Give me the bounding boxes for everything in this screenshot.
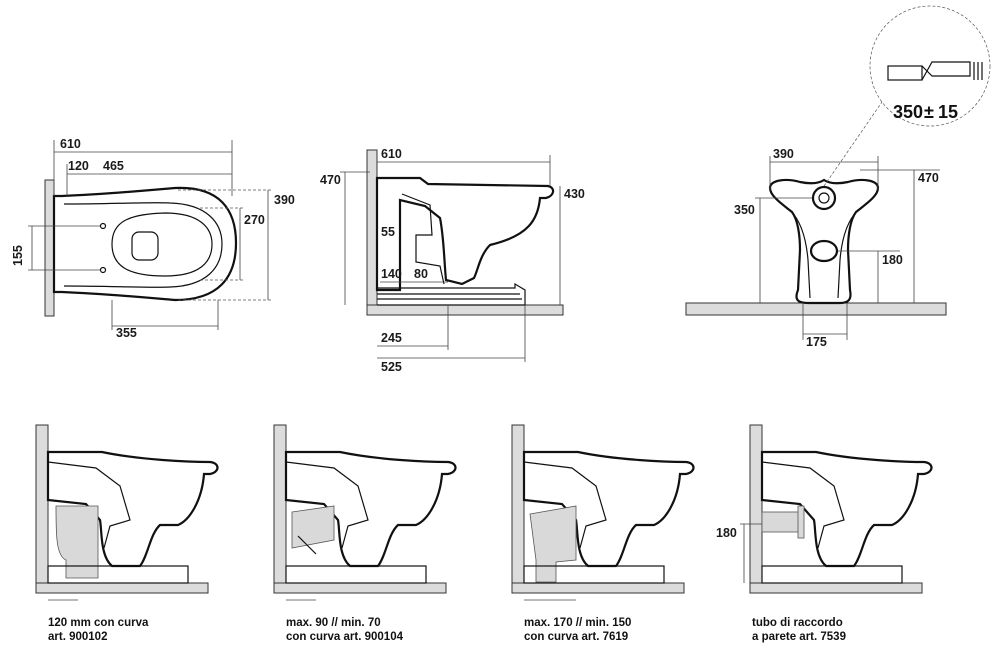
top-wall [44, 179, 55, 317]
install-view-3: max. 170 // min. 150 con curva art. 7619 [511, 424, 695, 643]
dim-side-wall-height: 470 [320, 173, 341, 187]
pipe-4 [761, 511, 801, 533]
scissors-icon [297, 535, 317, 555]
detail-circle [869, 5, 991, 127]
install-3-line1: max. 170 // min. 150 [524, 617, 631, 629]
side-wall [366, 149, 378, 307]
dim-side-length: 610 [381, 147, 402, 161]
top-bowl-inner [111, 212, 213, 277]
dim-front-axis: 175 [806, 335, 827, 349]
dim-side-base: 525 [381, 360, 402, 374]
install-4-line1: tubo di raccordo [752, 617, 843, 629]
side-pedestal [377, 282, 526, 306]
pipe-2 [291, 505, 335, 549]
dim-side-outlet-h: 55 [381, 225, 395, 239]
dim-front-outlet: 180 [882, 253, 903, 267]
pipe-3 [529, 505, 577, 583]
top-outlet [131, 231, 159, 261]
dim-top-total: 610 [60, 137, 81, 151]
side-floor [366, 304, 564, 316]
top-bowl-outline [52, 186, 238, 302]
install-3-line2: con curva art. 7619 [524, 631, 628, 643]
front-inlet [811, 185, 837, 211]
front-outlet [809, 239, 839, 263]
install-2-line2: con curva art. 900104 [286, 631, 404, 643]
dim-front-width: 390 [773, 147, 794, 161]
dim-top-depth: 355 [116, 326, 137, 340]
pipe-1 [55, 505, 99, 579]
top-hole-1 [99, 222, 107, 230]
dim-top-bowl: 270 [244, 213, 265, 227]
pipe-detail [887, 61, 983, 81]
dim-side-axis: 245 [381, 331, 402, 345]
front-floor [685, 302, 947, 316]
top-bowl-rim [63, 202, 223, 288]
side-view: 610 470 430 55 140 80 245 525 [320, 147, 585, 374]
dim-top-width: 390 [274, 193, 295, 207]
dim-side-outlet-d: 140 [381, 267, 402, 281]
detail-value: 350 [893, 102, 923, 122]
install-view-1: 120 mm con curva art. 900102 [35, 424, 219, 643]
dim-top-465: 465 [103, 159, 124, 173]
top-hole-2 [99, 266, 107, 274]
install-view-2: max. 90 // min. 70 con curva art. 900104 [273, 424, 457, 643]
dim-front-350: 350 [734, 203, 755, 217]
install-4-dim: 180 [716, 526, 737, 540]
dim-side-height: 430 [564, 187, 585, 201]
plus-minus-icon: ± [924, 102, 934, 122]
top-view: 610 120 465 390 270 155 355 [11, 137, 295, 340]
side-trap [401, 193, 445, 285]
dim-front-height: 470 [918, 171, 939, 185]
detail-tolerance: 15 [938, 102, 958, 122]
install-1-line1: 120 mm con curva [48, 617, 149, 629]
side-bowl [375, 176, 555, 292]
dim-top-holes: 155 [11, 245, 25, 266]
install-view-4: 180 tubo di raccordo a parete art. 7539 [716, 424, 933, 643]
install-1-line2: art. 900102 [48, 631, 107, 643]
dim-top-offset: 120 [68, 159, 89, 173]
front-view: 390 470 350 180 175 350 ± 15 [685, 5, 991, 349]
dim-side-outlet-w: 80 [414, 267, 428, 281]
install-4-line2: a parete art. 7539 [752, 631, 846, 643]
install-2-line1: max. 90 // min. 70 [286, 617, 381, 629]
